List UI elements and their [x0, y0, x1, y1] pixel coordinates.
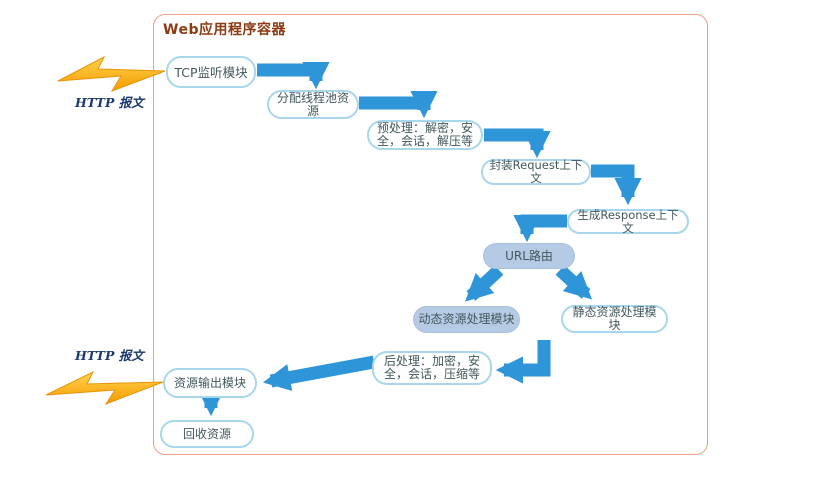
node-gen-response: 生成Response上下文	[567, 208, 689, 234]
node-postprocess: 后处理：加密，安全，会话，压缩等	[372, 351, 492, 385]
node-recycle: 回收资源	[160, 420, 254, 448]
http-message-label-in: HTTP 报文	[75, 95, 144, 110]
lightning-bolt-in-icon	[57, 55, 166, 92]
node-url-router: URL路由	[483, 243, 575, 269]
node-thread-pool: 分配线程池资源	[267, 90, 359, 119]
node-dynamic-handler: 动态资源处理模块	[413, 306, 520, 333]
node-resource-output: 资源输出模块	[163, 368, 257, 398]
node-preprocess: 预处理：解密，安全，会话，解压等	[367, 120, 483, 150]
node-static-handler: 静态资源处理模块	[561, 305, 668, 333]
lightning-bolt-out-icon	[45, 370, 164, 406]
node-tcp-listener: TCP监听模块	[166, 56, 256, 88]
container-title: Web应用程序容器	[163, 22, 286, 38]
web-app-container-outline	[153, 14, 708, 455]
http-message-label-out: HTTP 报文	[75, 348, 144, 363]
node-wrap-request: 封装Request上下文	[481, 159, 591, 185]
